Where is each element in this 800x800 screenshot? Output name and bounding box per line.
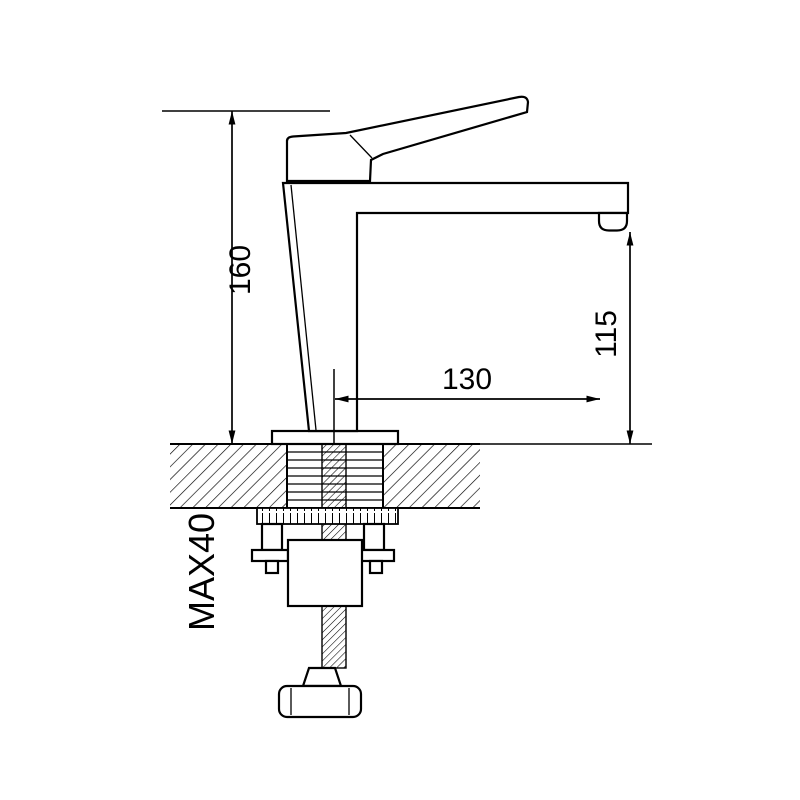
body-and-spout-outline — [281, 181, 630, 433]
dimension-label-115: 115 — [590, 310, 623, 358]
lower-knob — [277, 666, 363, 719]
handle-outline — [285, 95, 530, 183]
body-inner-line — [290, 184, 317, 431]
mounting-bolt-left — [250, 522, 290, 575]
countertop-section — [170, 443, 480, 509]
dimension-label-160: 160 — [224, 245, 257, 295]
dimension-spout-height: 115 — [480, 232, 652, 445]
max40-label: MAX40 — [181, 513, 222, 631]
dimension-overall-height: 160 — [162, 110, 330, 444]
dimension-label-130: 130 — [442, 363, 492, 396]
washer-plate — [256, 507, 399, 525]
handle-joint-line — [349, 134, 373, 159]
label-max-thickness: MAX40 — [181, 513, 222, 631]
knob-collar — [301, 666, 343, 688]
faucet-handle — [285, 95, 530, 183]
knob-body — [277, 684, 363, 719]
mounting-bolts — [250, 522, 396, 575]
faucet-body — [281, 181, 630, 433]
mounting-bolt-right — [356, 522, 396, 575]
countertop-hatch-right — [383, 444, 480, 508]
base-plate — [270, 429, 400, 446]
mounting-nut — [286, 538, 364, 608]
spout-outlet — [597, 211, 629, 232]
countertop-hatch-left — [170, 444, 287, 508]
dimension-spout-reach: 130 — [333, 363, 600, 444]
